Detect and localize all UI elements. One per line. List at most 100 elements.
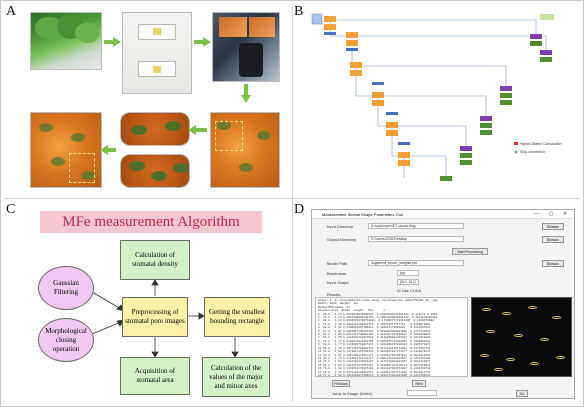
stomata-overview-image bbox=[210, 112, 280, 188]
leaf-imprint-slides-photo bbox=[122, 12, 192, 94]
log-line: 13 80.0 1 73 0.1713011711101117 0.100171… bbox=[318, 356, 431, 360]
model-path-label: Model Path bbox=[327, 261, 348, 266]
input-dir-field[interactable]: D:/code/open/ET stoma-ding bbox=[368, 223, 464, 229]
browse-output-button[interactable]: Browse bbox=[542, 236, 564, 243]
node-stomatal-area: Acquisition of stomatal area bbox=[120, 357, 190, 395]
model-path-field[interactable]: /logs/best_epoch_weights.pth bbox=[368, 260, 464, 266]
arrowhead-a5 bbox=[100, 145, 108, 155]
lettuce-plant-photo bbox=[30, 12, 102, 70]
results-log: Image: 1: D:/code/2024/ET/stoma-ding/_re… bbox=[315, 297, 468, 377]
output-dir-field[interactable]: D:/Users/2020/Desktop bbox=[368, 236, 464, 242]
stomata-detection-preview bbox=[471, 297, 572, 377]
use-cuda-checkbox[interactable]: ☑ Use CUDA bbox=[397, 288, 422, 293]
divider-vertical bbox=[292, 4, 293, 402]
stoma bbox=[39, 123, 53, 132]
detected-stoma bbox=[482, 308, 491, 311]
node-morphological-closing: Morphological closing operation bbox=[38, 318, 94, 362]
sample-upper bbox=[152, 28, 162, 36]
next-button[interactable]: Next bbox=[412, 380, 426, 387]
zoom-image-upper bbox=[120, 112, 190, 146]
node-gaussian-filtering: Gaussian Filtering bbox=[38, 266, 94, 310]
roi-box bbox=[69, 153, 95, 183]
algorithm-title: MFe measurement Algorithm bbox=[40, 211, 262, 233]
legend-skip: Skip-connection bbox=[520, 150, 545, 154]
log-line: 17 69.0 1 93 0.1171107131017011 0.110011… bbox=[318, 370, 431, 374]
log-line: 3 79.0 1 90 0.1018163100431310 0.1807130… bbox=[318, 322, 431, 326]
browse-model-button[interactable]: Browse bbox=[542, 260, 564, 267]
bandname-label: Bandname bbox=[327, 271, 347, 276]
log-line: 11 58.0 1 93 0.1170017117110131 0.101301… bbox=[318, 350, 431, 354]
arrowhead-a3 bbox=[241, 95, 251, 103]
stoma bbox=[173, 163, 189, 173]
detected-stoma bbox=[540, 338, 549, 341]
stoma bbox=[165, 121, 181, 131]
stoma bbox=[239, 163, 253, 172]
results-label: Results bbox=[327, 292, 341, 297]
bandname-select[interactable]: jpg bbox=[397, 270, 419, 276]
detected-stoma bbox=[514, 334, 523, 337]
stoma bbox=[131, 125, 147, 135]
previous-button[interactable]: Previous bbox=[332, 380, 350, 387]
zoom-image-lower bbox=[120, 154, 190, 188]
log-line: 1 74.0 1 73 0.1011793990140703 0.1301784… bbox=[318, 316, 438, 320]
node-bounding-rectangle: Getting the smallest bounding rectangle bbox=[204, 297, 270, 337]
measurement-tool-window: Measurement Stomal Shape Parameters Tool… bbox=[311, 209, 575, 399]
detected-stoma bbox=[480, 354, 489, 357]
jump-index-field[interactable] bbox=[407, 390, 437, 396]
arrow-a3 bbox=[244, 84, 248, 96]
stomata-microscope-image bbox=[30, 112, 102, 188]
log-line: 0 66,0 1 73 0.0620879076830903 0.1316150… bbox=[318, 312, 438, 316]
divider-horizontal bbox=[4, 198, 580, 199]
detected-stoma bbox=[486, 330, 495, 333]
arrowhead-a4 bbox=[188, 125, 196, 135]
panel-label-c: C bbox=[6, 202, 16, 217]
detected-stoma bbox=[528, 306, 537, 309]
input-shape-label: Input Shape bbox=[327, 280, 349, 285]
stoma bbox=[217, 121, 231, 130]
log-line: NumberOfStomata: 84 bbox=[318, 305, 350, 309]
detected-stoma bbox=[556, 356, 565, 359]
monitor-right bbox=[249, 17, 275, 37]
panel-label-d: D bbox=[294, 202, 305, 217]
output-dir-label: Output Directory bbox=[327, 237, 357, 242]
log-line: 6 63.0 1 93 0.0911711730081107 0.1111017… bbox=[318, 333, 431, 337]
jump-label: Jump to Image (Index) bbox=[332, 391, 373, 396]
microscope-setup-photo bbox=[212, 12, 280, 82]
stoma bbox=[81, 171, 95, 180]
log-line: 10 50.0 1 93 0.1071107710001171 0.117111… bbox=[318, 346, 431, 350]
node-preprocessing: Preprocessing of stomatal pore images bbox=[122, 297, 188, 337]
leaf bbox=[75, 23, 99, 43]
window-title: Measurement Stomal Shape Parameters Tool bbox=[322, 212, 403, 217]
log-line: 7 94.0 1 76 0.1310101711017013 0.1110870… bbox=[318, 336, 431, 340]
roi-box bbox=[215, 121, 243, 151]
input-shape-field[interactable]: [512, 512] bbox=[397, 279, 419, 285]
stoma bbox=[129, 161, 145, 171]
arrow-a2 bbox=[194, 40, 204, 44]
detected-stoma bbox=[502, 312, 511, 315]
window-controls[interactable]: — ▢ ✕ bbox=[534, 211, 571, 217]
log-line: 4 82.0 1 92 0.2100914307100811 0.1809111… bbox=[318, 326, 431, 330]
log-line: 15 80.0 1 92 0.1011171171017001 0.101001… bbox=[318, 363, 431, 367]
node-major-minor-axes: Calculation of the values of the major a… bbox=[202, 357, 270, 397]
panel-label-b: B bbox=[294, 4, 304, 19]
arrowhead-a1 bbox=[113, 37, 121, 47]
node-stomatal-density: Calculation of stomatal density bbox=[120, 240, 190, 280]
arrow-a4 bbox=[195, 128, 207, 132]
detected-stoma bbox=[494, 368, 503, 371]
browse-input-button[interactable]: Browse bbox=[542, 223, 564, 230]
go-button[interactable]: Go bbox=[516, 390, 528, 397]
start-processing-button[interactable]: Start Processing bbox=[452, 248, 488, 255]
log-line: Image: 1: D:/code/2024/ET/stoma-ding/_re… bbox=[318, 299, 438, 302]
legend-hdc: Hybrid Dilated Convolution bbox=[520, 142, 561, 146]
microscope bbox=[239, 43, 263, 77]
arrow-a1 bbox=[104, 40, 114, 44]
flowchart-connectors bbox=[91, 279, 239, 358]
network-architecture-diagram: Hybrid Dilated Convolution Skip-connecti… bbox=[311, 13, 561, 181]
arrow-a5 bbox=[106, 148, 116, 152]
log-line: 8 79.0 1 77 0.0180171011110701 0.1001071… bbox=[318, 339, 431, 343]
log-line: Stomata_Area Width Length MFe n bbox=[318, 309, 386, 313]
window-titlebar: Measurement Stomal Shape Parameters Tool… bbox=[312, 210, 574, 219]
panel-label-a: A bbox=[6, 4, 17, 19]
input-dir-label: Input Directory bbox=[327, 224, 354, 229]
use-cuda-label: Use CUDA bbox=[401, 288, 422, 293]
